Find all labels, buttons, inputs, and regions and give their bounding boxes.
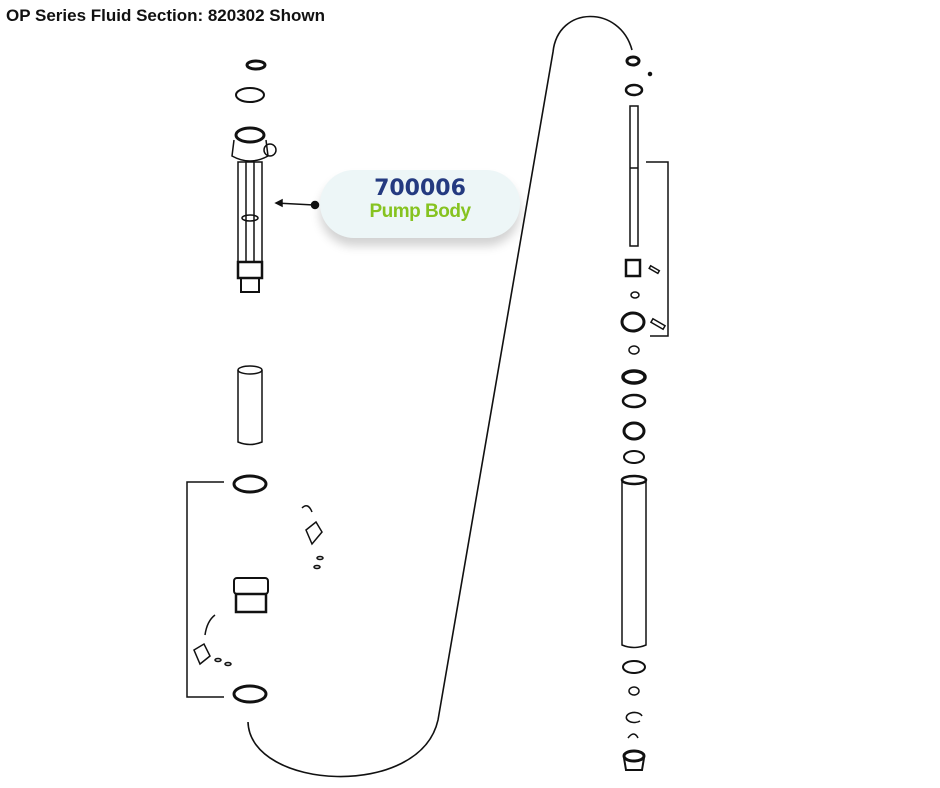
seal-3 [622,421,646,441]
retaining-clip [625,711,643,724]
piston-lower [620,311,667,333]
assembly-connector-line [247,15,633,778]
pump-body-callout: 700006 Pump Body [320,170,520,238]
o-ring-small [628,345,640,355]
seal-1 [621,369,647,385]
small-seal [245,59,267,71]
pump-body-part [231,126,277,293]
small-washer [630,291,640,299]
displacement-rod [629,105,639,247]
cylinder [620,474,648,649]
bracket-right [646,161,669,337]
foot-valve [622,749,646,771]
left-column-parts [186,59,324,704]
bracket-left [186,481,224,698]
o-ring-top [235,87,265,103]
packing-nut [233,577,269,614]
gland-ring-top [232,474,268,494]
part-name: Pump Body [369,201,471,222]
part-number: 700006 [374,176,466,201]
nut-top [625,55,641,67]
hook-clip [627,733,639,739]
o-ring-lower [622,660,646,674]
clip-assembly-lower [193,614,232,667]
clip-assembly-upper [301,505,324,570]
diagram-title: OP Series Fluid Section: 820302 Shown [6,6,326,25]
sleeve [237,365,263,446]
o-ring-mid [623,450,645,464]
gland-ring-bottom [232,684,268,704]
piston-upper [624,258,661,278]
arrow-pointer-pump-body [274,198,320,210]
ball-lower [628,686,640,696]
ball [647,71,653,77]
seal-2 [621,393,647,409]
washer [624,83,644,97]
right-column-parts [620,55,669,771]
